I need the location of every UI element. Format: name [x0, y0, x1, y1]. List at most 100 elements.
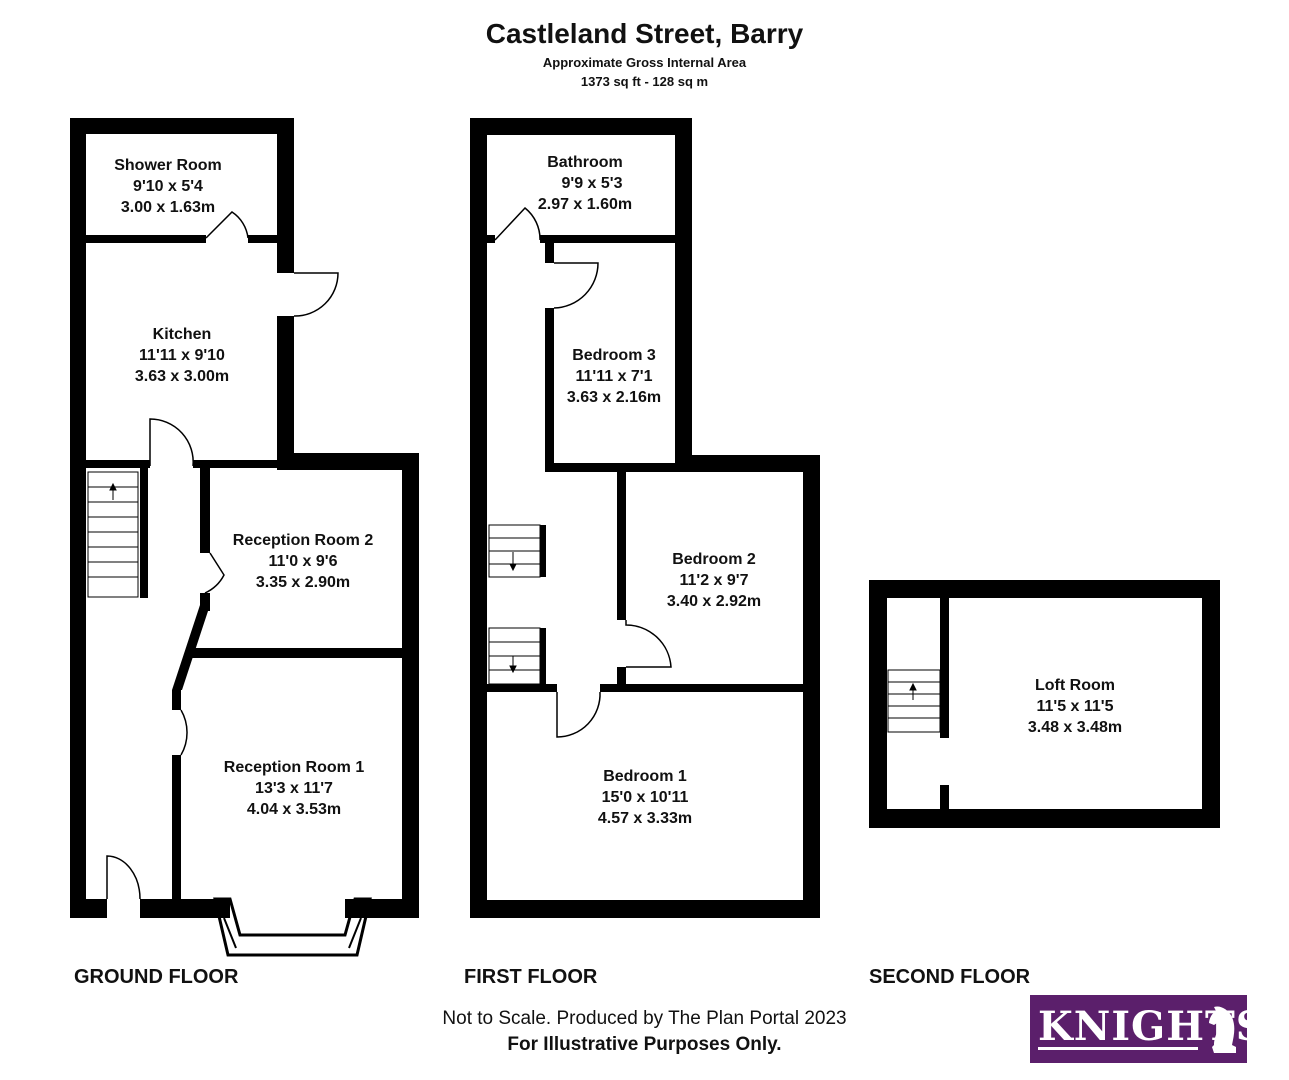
room-imperial: 15'0 x 10'11 — [602, 789, 689, 806]
room-name: Loft Room — [1035, 677, 1115, 694]
wall — [70, 118, 294, 134]
room-name: Bathroom — [547, 154, 623, 171]
door-swing — [149, 418, 194, 467]
door-swing — [180, 709, 188, 756]
door-swing — [293, 272, 339, 317]
room-bathroom: Bathroom 9'9 x 5'3 2.97 x 1.60m — [538, 154, 632, 213]
room-metric: 3.63 x 3.00m — [135, 368, 229, 385]
wall — [1202, 580, 1220, 828]
wall — [487, 235, 495, 243]
wall — [545, 308, 554, 465]
bay-window — [213, 897, 372, 957]
wall — [200, 593, 210, 611]
room-bedroom-1: Bedroom 1 15'0 x 10'11 4.57 x 3.33m — [598, 768, 692, 827]
room-imperial: 11'0 x 9'6 — [268, 553, 337, 570]
room-metric: 2.97 x 1.60m — [538, 196, 632, 213]
room-name: Reception Room 2 — [233, 532, 374, 549]
wall — [402, 453, 419, 918]
wall — [675, 118, 692, 465]
wall — [172, 605, 210, 690]
wall — [86, 235, 206, 243]
room-bedroom-2: Bedroom 2 11'2 x 9'7 3.40 x 2.92m — [667, 551, 761, 610]
disclaimer: For Illustrative Purposes Only. — [507, 1034, 782, 1055]
second-floor-stairs — [887, 669, 941, 733]
plan-area: 1373 sq ft - 128 sq m — [580, 74, 709, 89]
room-imperial: 11'11 x 9'10 — [139, 347, 225, 364]
door-swing — [625, 620, 672, 668]
door-swing — [553, 262, 599, 309]
wall — [869, 580, 1220, 598]
wall — [193, 460, 283, 468]
wall — [172, 755, 181, 900]
chess-knight-icon — [1209, 1006, 1236, 1053]
room-imperial: 9'9 x 5'3 — [562, 175, 623, 192]
door-swing — [205, 211, 249, 239]
door-swing — [494, 206, 541, 241]
wall — [200, 468, 210, 553]
second-floor-plan — [869, 580, 1220, 828]
room-metric: 3.63 x 2.16m — [567, 389, 661, 406]
room-imperial: 11'5 x 11'5 — [1036, 698, 1113, 715]
wall — [869, 580, 887, 828]
first-floor-label: FIRST FLOOR — [464, 966, 598, 988]
door-swing — [106, 855, 141, 900]
wall — [869, 809, 1220, 828]
wall — [617, 472, 626, 620]
wall — [470, 118, 692, 135]
room-name: Bedroom 2 — [672, 551, 756, 568]
room-name: Reception Room 1 — [224, 759, 365, 776]
room-name: Bedroom 3 — [572, 347, 656, 364]
wall — [277, 118, 294, 273]
ground-floor-label: GROUND FLOOR — [74, 966, 239, 988]
room-imperial: 11'2 x 9'7 — [679, 572, 748, 589]
wall — [470, 118, 487, 918]
wall — [86, 460, 150, 468]
room-kitchen: Kitchen 11'11 x 9'10 3.63 x 3.00m — [135, 326, 229, 385]
wall — [940, 598, 949, 738]
logo-underline — [1038, 1047, 1198, 1050]
plan-title: Castleland Street, Barry — [485, 18, 804, 49]
wall — [540, 525, 546, 577]
room-imperial: 11'11 x 7'1 — [575, 368, 652, 385]
wall — [675, 455, 820, 472]
room-imperial: 9'10 x 5'4 — [133, 178, 203, 195]
wall — [600, 684, 805, 692]
room-reception-1: Reception Room 1 13'3 x 11'7 4.04 x 3.53… — [224, 759, 365, 818]
first-floor-plan — [470, 118, 820, 918]
room-reception-2: Reception Room 2 11'0 x 9'6 3.35 x 2.90m — [233, 532, 374, 591]
wall — [545, 243, 554, 263]
wall — [277, 316, 294, 460]
wall — [345, 899, 419, 918]
scale-note: Not to Scale. Produced by The Plan Porta… — [442, 1008, 847, 1029]
wall — [940, 785, 949, 809]
room-name: Shower Room — [114, 157, 222, 174]
ground-floor-doors — [106, 211, 339, 900]
room-metric: 3.35 x 2.90m — [256, 574, 350, 591]
room-metric: 3.00 x 1.63m — [121, 199, 215, 216]
second-floor-label: SECOND FLOOR — [869, 966, 1031, 988]
room-name: Bedroom 1 — [603, 768, 687, 785]
wall — [540, 235, 680, 243]
wall — [172, 690, 181, 710]
ground-floor-plan — [70, 118, 419, 957]
plan-subtitle: Approximate Gross Internal Area — [542, 55, 747, 70]
wall — [540, 628, 546, 684]
room-metric: 3.48 x 3.48m — [1028, 719, 1122, 736]
wall — [470, 900, 820, 918]
door-swing — [556, 691, 601, 738]
ground-floor-stairs — [87, 471, 139, 598]
wall — [545, 463, 685, 472]
wall — [803, 455, 820, 918]
wall — [140, 899, 230, 918]
room-bedroom-3: Bedroom 3 11'11 x 7'1 3.63 x 2.16m — [567, 347, 661, 406]
knights-logo: KNIGHTS — [1030, 995, 1265, 1063]
wall — [617, 667, 626, 692]
wall — [487, 684, 557, 692]
room-loft: Loft Room 11'5 x 11'5 3.48 x 3.48m — [1028, 677, 1122, 736]
room-imperial: 13'3 x 11'7 — [255, 780, 333, 797]
wall — [70, 899, 107, 918]
room-metric: 4.04 x 3.53m — [247, 801, 341, 818]
room-metric: 3.40 x 2.92m — [667, 593, 761, 610]
wall — [248, 235, 278, 243]
